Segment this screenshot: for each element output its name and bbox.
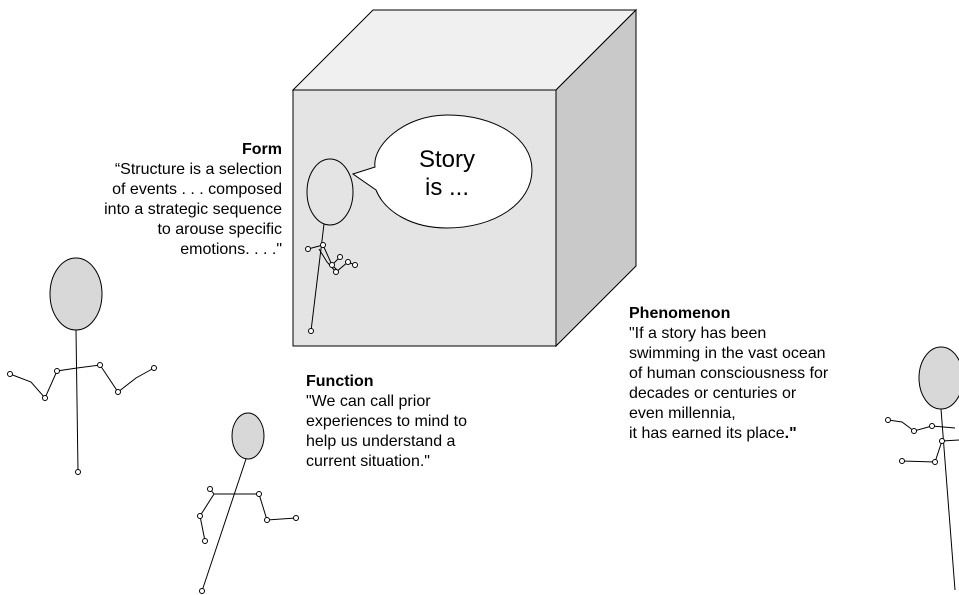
form-quote-line: emotions. . . ." [180, 241, 282, 258]
function-quote-line: help us understand a [306, 433, 456, 450]
phenomenon-closing-quote: ." [784, 425, 797, 442]
form-quote-line: “Structure is a selection [114, 161, 282, 178]
function-quote-block: Function "We can call prior experiences … [306, 372, 556, 472]
function-quote-line: "We can call prior [306, 393, 431, 410]
phenomenon-quote-line: even millennia, [629, 405, 736, 422]
function-title: Function [306, 373, 374, 390]
figure-on-cube [305, 158, 358, 334]
form-quote-line: of events . . . composed [112, 181, 282, 198]
figure-left [7, 257, 157, 475]
figure-bottom [197, 412, 299, 594]
phenomenon-quote-line: "If a story has been [629, 325, 767, 342]
speech-bubble-line-1: Story [418, 146, 475, 173]
speech-bubble-line-2: is ... [424, 174, 469, 201]
phenomenon-quote-block: Phenomenon "If a story has been swimming… [629, 304, 899, 444]
figure-head [49, 257, 103, 331]
phenomenon-quote-line: of human consciousness for [629, 365, 829, 382]
speech-bubble [351, 114, 533, 229]
phenomenon-title: Phenomenon [629, 305, 731, 322]
phenomenon-quote-line: it has earned its place [629, 425, 785, 442]
phenomenon-quote-line: swimming in the vast ocean [629, 345, 826, 362]
speech-bubble-shape [351, 114, 533, 229]
figure-head [231, 412, 265, 460]
form-quote-line: to arouse specific [157, 221, 282, 238]
function-quote-line: current situation." [306, 453, 430, 470]
speech-bubble-text: Story is ... [402, 146, 492, 202]
form-title: Form [242, 141, 282, 158]
figure-head [306, 158, 354, 226]
figure-head [918, 346, 959, 410]
form-quote-block: Form “Structure is a selection of events… [20, 140, 282, 260]
form-quote-line: into a strategic sequence [104, 201, 282, 218]
phenomenon-quote-last-line: it has earned its place." [629, 424, 899, 444]
phenomenon-quote-line: decades or centuries or [629, 385, 797, 402]
figure-right [885, 346, 959, 591]
function-quote-line: experiences to mind to [306, 413, 467, 430]
